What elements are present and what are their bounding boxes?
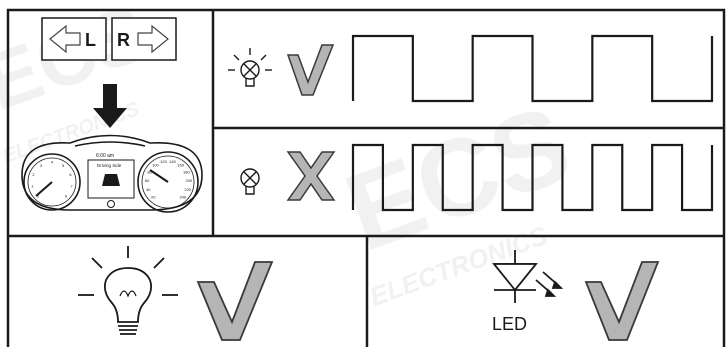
left-gauge-tick-label: 3 — [40, 163, 43, 168]
right-gauge-tick-label: 120 — [160, 159, 167, 164]
car-icon — [102, 174, 120, 186]
right-gauge-tick-label: 60 — [145, 178, 150, 183]
right-gauge-tick-label: 220 — [184, 187, 191, 192]
right-gauge-tick-label: 160 — [177, 163, 184, 168]
left-gauge-tick-label: 4 — [51, 160, 54, 165]
bulb-small-off-icon — [241, 169, 259, 194]
cluster-top-bar — [75, 142, 145, 146]
right-gauge-tick-label: 200 — [186, 178, 193, 183]
cross-mark-icon — [288, 152, 334, 200]
bulb-small-on-icon — [228, 48, 272, 86]
check-mark-icon-bulb — [198, 262, 272, 340]
left-gauge-tick-label: 5 — [62, 163, 65, 168]
cluster-time-text: 6:00 am — [96, 153, 114, 159]
left-signal-key: L — [42, 18, 106, 60]
right-gauge-tick-label: 40 — [146, 187, 151, 192]
right-gauge-tick-label: 80 — [147, 169, 152, 174]
check-mark-icon-led — [586, 262, 658, 340]
left-gauge-tick-label: 7 — [70, 183, 73, 188]
right-gauge-tick-label: 140 — [169, 159, 176, 164]
right-gauge-tick-label: 20 — [151, 194, 156, 199]
right-gauge-tick-label: 100 — [152, 163, 159, 168]
center-knob — [108, 201, 115, 208]
right-gauge-tick-label: 180 — [183, 169, 190, 174]
left-gauge-tick-label: 2 — [32, 172, 35, 177]
right-signal-key: R — [112, 18, 176, 60]
right-gauge-needle — [150, 170, 168, 182]
right-signal-label: R — [117, 30, 130, 50]
led-label: LED — [492, 314, 527, 334]
cluster-driving-text: Driving Side — [97, 163, 122, 168]
left-gauge-tick-label: 8 — [65, 194, 68, 199]
check-mark-icon-row1 — [288, 45, 333, 95]
left-gauge-tick-label: 6 — [69, 172, 72, 177]
left-gauge-tick-label: 1 — [31, 183, 34, 188]
left-signal-label: L — [85, 30, 96, 50]
large-bulb-icon — [78, 246, 178, 334]
right-gauge-tick-label: 240 — [179, 194, 186, 199]
signal-waveform-normal — [353, 36, 712, 101]
